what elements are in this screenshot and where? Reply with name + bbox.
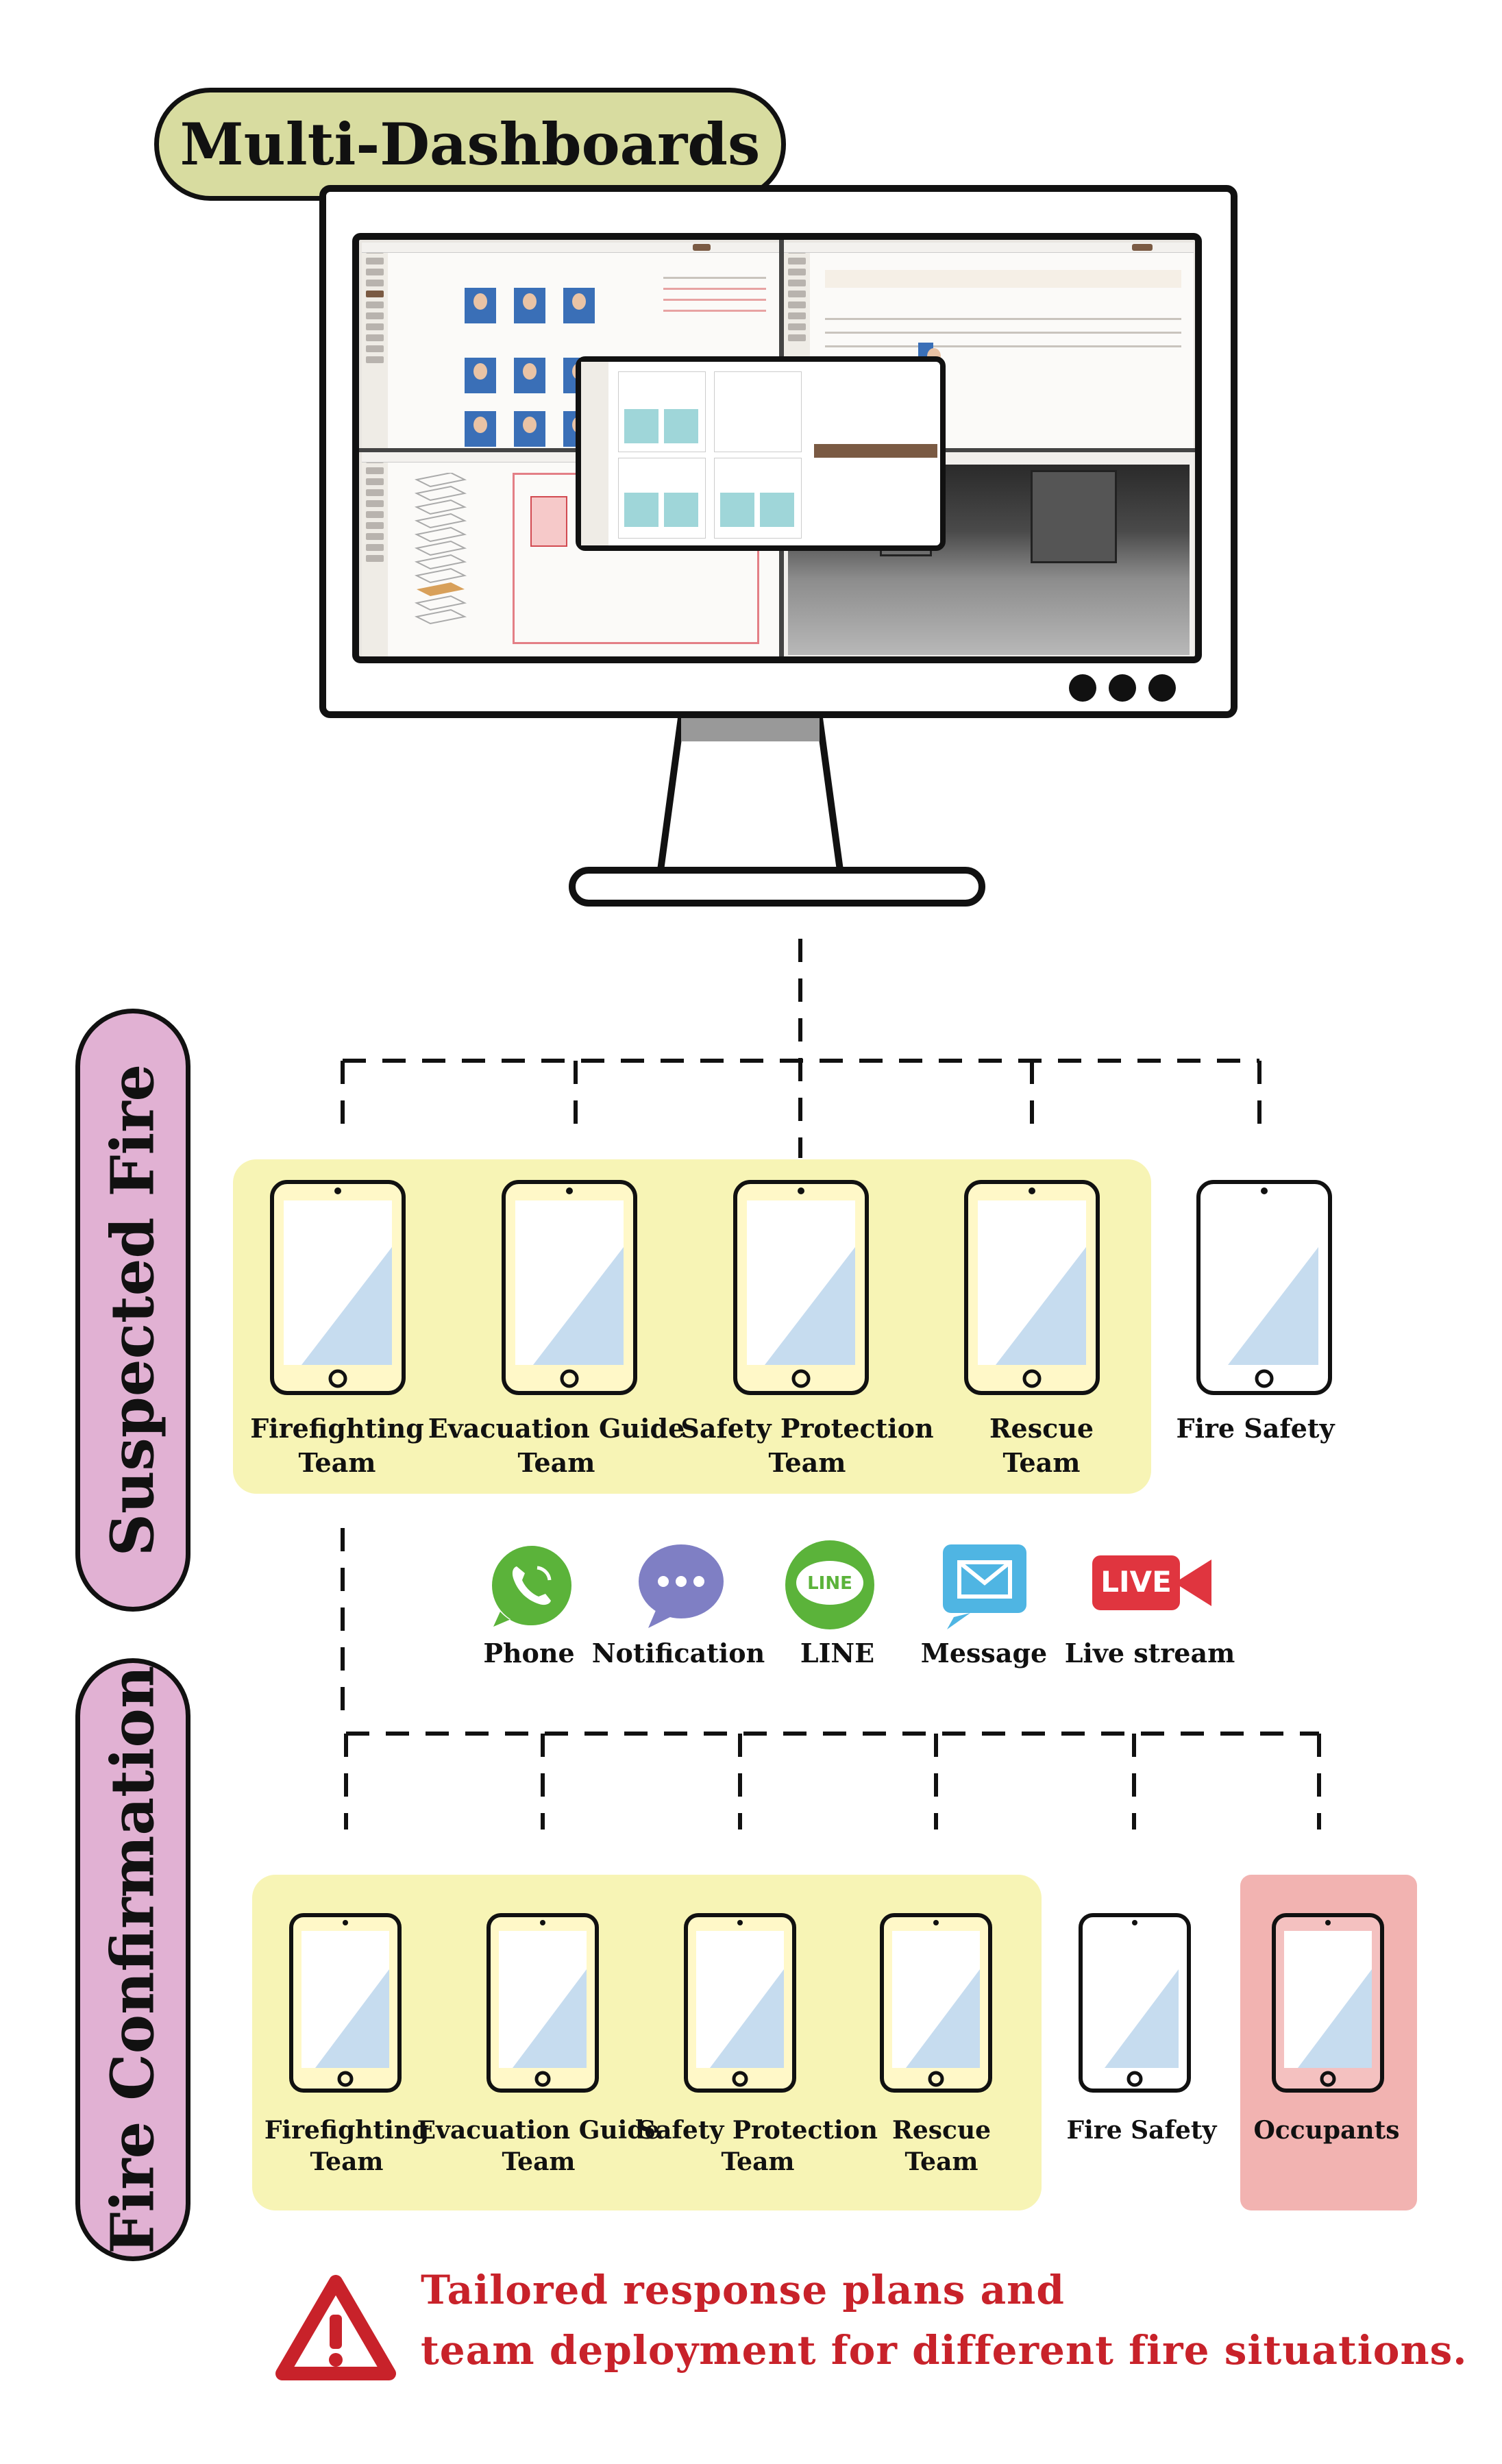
line-badge-text: LINE — [807, 1573, 852, 1594]
team-label-line2: Team — [904, 2147, 978, 2176]
team-label-line2: Team — [310, 2147, 384, 2176]
team-label-safety-protection: Safety Protection Team — [638, 2115, 878, 2178]
phone-icon — [880, 1913, 992, 2093]
team-label-firefighting: Firefighting Team — [264, 2115, 429, 2178]
title-pill: Multi-Dashboards — [154, 88, 786, 201]
team-label-line2: Team — [517, 1447, 595, 1478]
footer-line2: team deployment for different fire situa… — [421, 2327, 1468, 2374]
channel-label-phone: Phone — [483, 1638, 575, 1668]
phone-icon — [733, 1180, 869, 1395]
team-label-evacuation-guide: Evacuation Guide Team — [417, 2115, 661, 2178]
team-label-fire-safety: Fire Safety — [1067, 2115, 1217, 2146]
line-icon: LINE — [785, 1540, 874, 1629]
team-label-line1: Rescue — [891, 2116, 992, 2145]
team-label-line2: Team — [768, 1447, 846, 1478]
team-label-fire-safety: Fire Safety — [1176, 1412, 1334, 1446]
warning-triangle-icon — [275, 2275, 396, 2380]
team-label-firefighting: Firefighting Team — [250, 1412, 424, 1480]
phone-icon — [1079, 1913, 1191, 2093]
building-stack-diagram — [414, 473, 467, 625]
team-label-line2: Team — [721, 2147, 795, 2176]
channel-label-live-stream: Live stream — [1064, 1638, 1235, 1668]
team-label-line1: Rescue — [989, 1413, 1094, 1444]
monitor-button-1 — [1069, 674, 1096, 702]
monitor-button-2 — [1109, 674, 1136, 702]
envelope-icon — [943, 1544, 1026, 1629]
tablet-overlay — [576, 356, 946, 551]
team-label-line2: Team — [1002, 1447, 1081, 1478]
footer-message: Tailored response plans and team deploym… — [421, 2260, 1467, 2380]
phone-icon — [964, 1180, 1100, 1395]
channel-label-message: Message — [920, 1638, 1048, 1668]
phone-icon — [684, 1913, 796, 2093]
phone-icon — [1272, 1913, 1384, 2093]
team-label-line2: Team — [298, 1447, 376, 1478]
team-label-evacuation-guide: Evacuation Guide Team — [428, 1412, 685, 1480]
team-label-rescue: Rescue Team — [989, 1412, 1094, 1480]
footer-line1: Tailored response plans and — [421, 2267, 1065, 2313]
chat-bubble-icon — [639, 1544, 724, 1628]
team-label-line1: Evacuation Guide — [428, 1413, 685, 1444]
team-label-line1: Safety Protection — [638, 2116, 878, 2145]
team-label-line1: Fire Safety — [1066, 2116, 1217, 2145]
monitor-screen — [352, 233, 1202, 663]
stage-label: Fire Confirmation — [98, 1665, 168, 2254]
page-title: Multi-Dashboards — [180, 110, 761, 178]
team-label-line2: Team — [502, 2147, 576, 2176]
monitor-button-3 — [1148, 674, 1176, 702]
team-label-occupants: Occupants — [1254, 2115, 1400, 2146]
stage-suspected-fire: Suspected Fire — [75, 1009, 190, 1612]
live-badge-text: LIVE — [1100, 1565, 1172, 1599]
team-label-line1: Fire Safety — [1176, 1413, 1335, 1444]
team-label-line1: Occupants — [1253, 2116, 1400, 2145]
team-label-safety-protection: Safety Protection Team — [680, 1412, 933, 1480]
team-label-line1: Firefighting — [264, 2116, 430, 2145]
channel-label-notification: Notification — [591, 1638, 765, 1668]
monitor-base — [569, 867, 985, 907]
team-label-line1: Safety Protection — [680, 1413, 934, 1444]
phone-icon — [502, 1180, 637, 1395]
phone-icon — [1196, 1180, 1332, 1395]
channel-label-line: LINE — [800, 1638, 875, 1668]
phone-icon — [270, 1180, 406, 1395]
live-camera-icon: LIVE — [1092, 1555, 1211, 1610]
stage-fire-confirmation: Fire Confirmation — [75, 1658, 190, 2261]
team-label-line1: Evacuation Guide — [417, 2116, 661, 2145]
team-label-rescue: Rescue Team — [892, 2115, 991, 2178]
team-label-line1: Firefighting — [250, 1413, 424, 1444]
phone-icon — [487, 1913, 599, 2093]
phone-icon — [492, 1546, 571, 1627]
phone-icon — [289, 1913, 402, 2093]
stage-label: Suspected Fire — [98, 1063, 168, 1557]
